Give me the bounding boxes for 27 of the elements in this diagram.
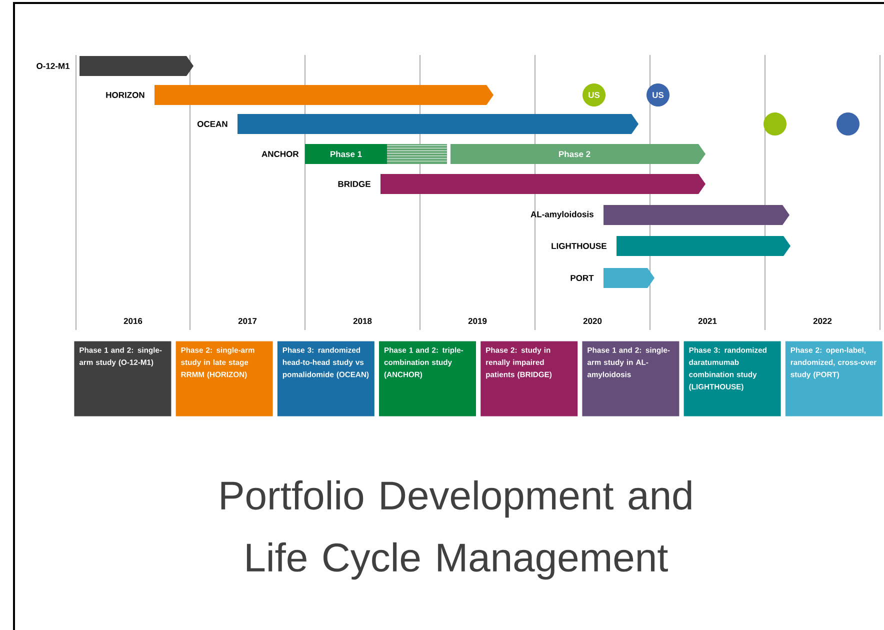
study-label: BRIDGE (338, 181, 370, 187)
study-label: HORIZON (106, 92, 144, 98)
study-label: ANCHOR (262, 151, 299, 157)
milestone-circle (764, 112, 786, 136)
milestone-circle (836, 112, 860, 136)
timeline-bar (380, 174, 706, 194)
timeline-bar (80, 56, 194, 76)
year-label: 2017 (238, 318, 257, 324)
year-label: 2018 (353, 318, 372, 324)
study-label: PORT (570, 275, 594, 281)
study-label: OCEAN (197, 121, 228, 127)
timeline-bar (604, 268, 654, 288)
timeline-bar (238, 114, 638, 134)
timeline-bar: Phase 2 (450, 144, 706, 164)
timeline-bar (154, 85, 494, 105)
timeline-bar: Phase 1 (305, 144, 387, 164)
study-label: LIGHTHOUSE (552, 243, 606, 249)
year-label: 2019 (468, 318, 487, 324)
year-label: 2022 (813, 318, 832, 324)
year-label: 2020 (583, 318, 602, 324)
timeline-bar (604, 205, 790, 225)
title: Portfolio Development and Life Cycle Management (221, 480, 692, 580)
study-label: AL-amyloidosis (530, 211, 594, 219)
year-label: 2021 (698, 318, 717, 324)
timeline-bar (616, 236, 790, 256)
study-label: O-12-M1 (36, 63, 70, 69)
year-label: 2016 (124, 318, 142, 324)
